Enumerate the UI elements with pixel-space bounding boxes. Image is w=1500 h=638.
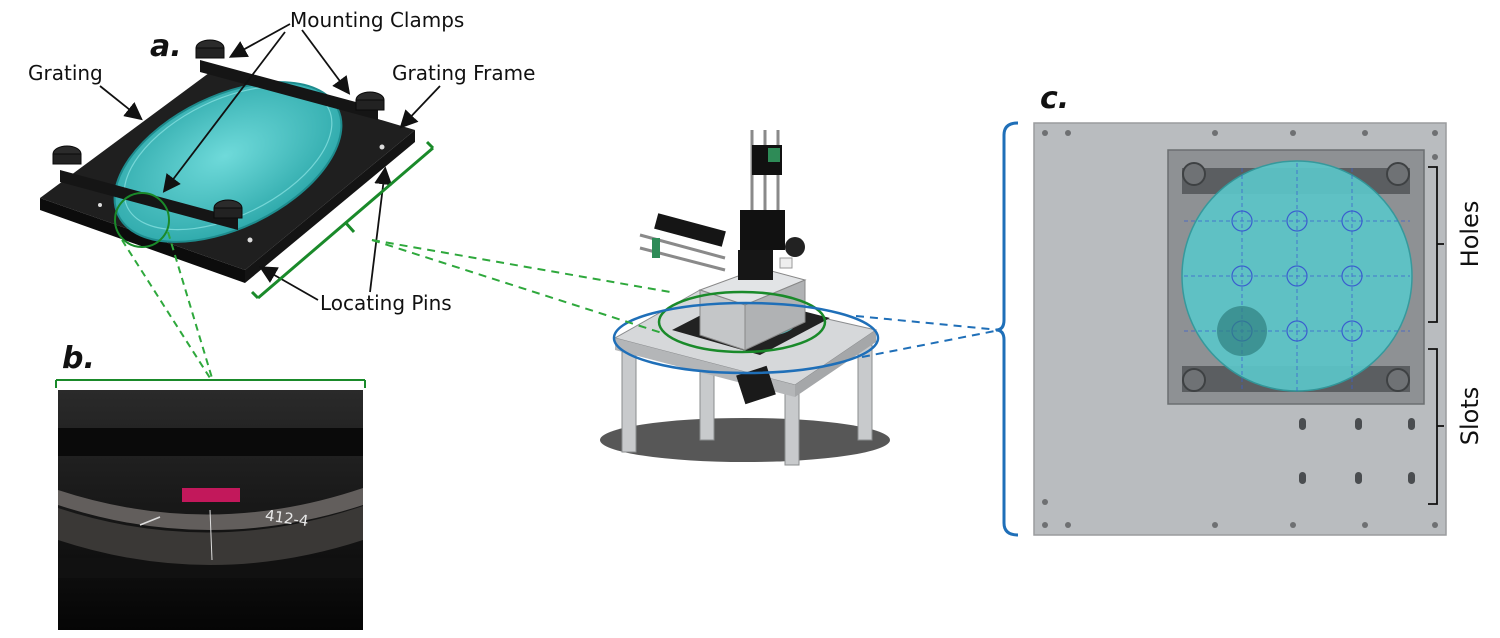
grating-frame-arrow bbox=[399, 85, 441, 129]
mounting-clamp-top bbox=[200, 60, 378, 120]
panel-a-grating-frame bbox=[40, 39, 415, 283]
grating-frame-label: Grating Frame bbox=[392, 61, 535, 85]
holes-bracket bbox=[1428, 166, 1444, 323]
apparatus-assembly bbox=[600, 130, 890, 466]
base-plate-top-view bbox=[1033, 122, 1447, 536]
zoom-circle-a bbox=[114, 192, 170, 248]
grating-label: Grating bbox=[28, 61, 103, 85]
slots-label: Slots bbox=[1456, 387, 1484, 446]
slots-bracket bbox=[1428, 348, 1444, 505]
locating-pins-label: Locating Pins bbox=[320, 291, 452, 315]
locating-pins-arrow-1 bbox=[258, 266, 319, 301]
panel-c-label: c. bbox=[1040, 81, 1069, 116]
locating-pins-arrow-2 bbox=[369, 166, 393, 293]
photo-bracket bbox=[55, 379, 366, 388]
grating-photo: 412-4 bbox=[58, 390, 363, 630]
apparatus-grating-ring bbox=[657, 290, 827, 354]
mounting-clamp-bottom bbox=[60, 170, 238, 230]
holes-label: Holes bbox=[1456, 201, 1484, 268]
zoom-dash-green-2 bbox=[371, 239, 663, 334]
clamp-knobs bbox=[52, 39, 385, 219]
mounting-clamps-arrow-3 bbox=[162, 31, 286, 193]
mounting-clamps-arrow-2 bbox=[301, 29, 351, 95]
mounting-clamps-label: Mounting Clamps bbox=[290, 8, 464, 32]
zoom-dash-green-1 bbox=[371, 239, 671, 293]
zoom-dash-blue-2 bbox=[861, 329, 1001, 358]
zoom-dash-blue-1 bbox=[855, 315, 1001, 331]
panel-c-bracket bbox=[995, 121, 1019, 537]
apparatus-table-ring bbox=[612, 301, 880, 375]
panel-a-label: a. bbox=[150, 29, 182, 64]
panel-b-label: b. bbox=[62, 341, 95, 376]
photo-handwriting: 412-4 bbox=[264, 506, 310, 530]
zoom-dash-a-2 bbox=[167, 231, 213, 379]
zoom-dash-a-1 bbox=[121, 239, 211, 379]
frame-edge-bracket bbox=[250, 140, 435, 300]
mounting-clamps-arrow-1 bbox=[228, 23, 291, 58]
grating-arrow bbox=[99, 85, 143, 121]
